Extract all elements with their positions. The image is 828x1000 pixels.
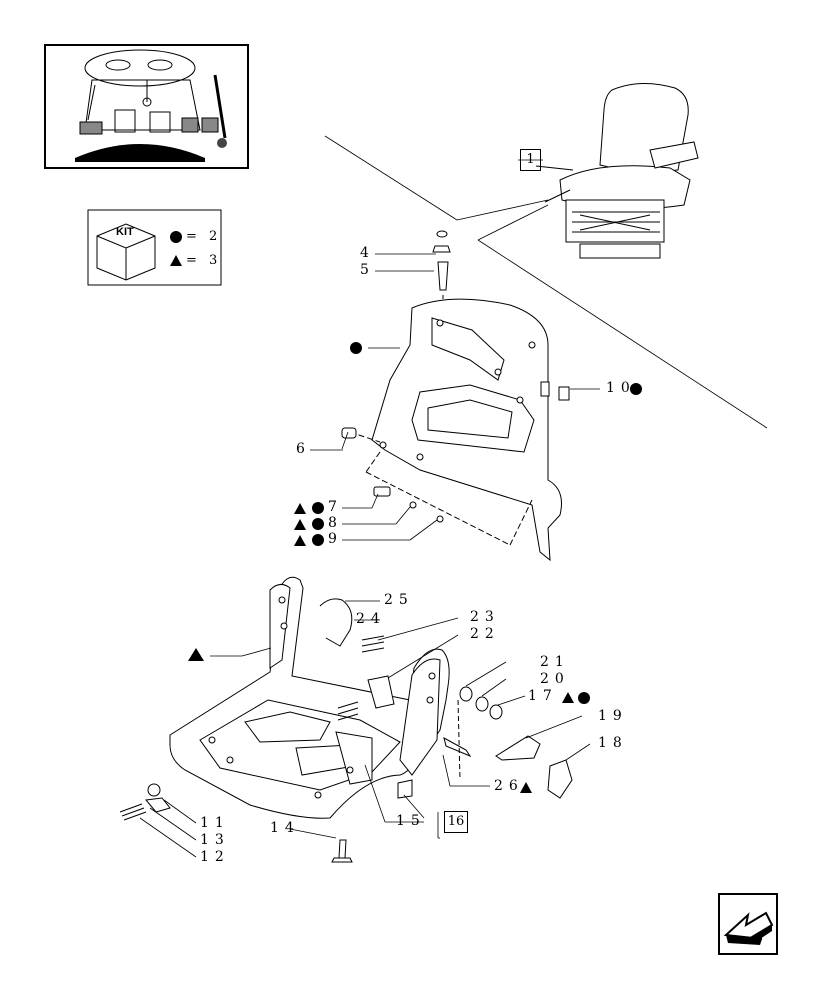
triangle-marker-icon bbox=[562, 692, 574, 703]
callout-25: 25 bbox=[384, 592, 414, 608]
callout-19: 19 bbox=[598, 708, 628, 724]
circle-marker-icon bbox=[312, 518, 324, 530]
callout-26: 26 bbox=[494, 778, 524, 794]
circle-marker-icon bbox=[350, 342, 362, 354]
seat-back-frame bbox=[371, 298, 562, 562]
triangle-marker-icon bbox=[294, 503, 306, 514]
lever-and-washers bbox=[443, 686, 573, 799]
triangle-marker-icon bbox=[294, 535, 306, 546]
callout-4: 4 bbox=[360, 245, 375, 261]
callout-13: 13 bbox=[200, 832, 230, 848]
tractor-cab-thumbnail bbox=[44, 44, 249, 169]
triangle-legend-value: = 3 bbox=[186, 253, 222, 268]
kit-label: KIT bbox=[116, 226, 134, 238]
callout-21: 21 bbox=[540, 654, 570, 670]
callout-11: 11 bbox=[200, 815, 230, 831]
callout-17: 17 bbox=[528, 688, 558, 704]
circle-marker-icon bbox=[312, 534, 324, 546]
seat-base-pan bbox=[169, 576, 450, 819]
callout-box-1: 1 bbox=[520, 149, 541, 171]
back-arrow-icon[interactable] bbox=[718, 893, 778, 955]
callout-20: 20 bbox=[540, 671, 570, 687]
callout-5: 5 bbox=[360, 262, 375, 278]
triangle-marker-icon bbox=[188, 648, 204, 661]
callout-12: 12 bbox=[200, 849, 230, 865]
reference-lines bbox=[324, 135, 768, 429]
callout-15: 15 bbox=[396, 813, 426, 829]
callout-8: 8 bbox=[328, 515, 343, 531]
callout-box-16: 16 bbox=[444, 811, 468, 833]
kit-legend-frame bbox=[87, 209, 222, 286]
callout-18: 18 bbox=[598, 735, 628, 751]
callout-9: 9 bbox=[328, 531, 343, 547]
callout-10: 10 bbox=[606, 380, 636, 396]
seat-assembly-illustration bbox=[535, 82, 699, 259]
small-parts-back bbox=[341, 386, 570, 523]
circle-marker-icon bbox=[170, 231, 182, 243]
callout-14: 14 bbox=[270, 820, 300, 836]
circle-legend-value: = 2 bbox=[186, 229, 222, 244]
callout-6: 6 bbox=[296, 441, 311, 457]
callout-markers bbox=[188, 342, 642, 793]
circle-marker-icon bbox=[630, 383, 642, 395]
leader-lines bbox=[139, 159, 600, 858]
triangle-marker-icon bbox=[170, 255, 182, 266]
callout-23: 23 bbox=[470, 609, 500, 625]
circle-marker-icon bbox=[578, 692, 590, 704]
callout-22: 22 bbox=[470, 626, 500, 642]
callout-24: 24 bbox=[356, 611, 386, 627]
circle-marker-icon bbox=[312, 502, 324, 514]
springs-brackets bbox=[119, 598, 413, 863]
triangle-marker-icon bbox=[294, 519, 306, 530]
callout-7: 7 bbox=[328, 499, 343, 515]
triangle-marker-icon bbox=[520, 782, 532, 793]
